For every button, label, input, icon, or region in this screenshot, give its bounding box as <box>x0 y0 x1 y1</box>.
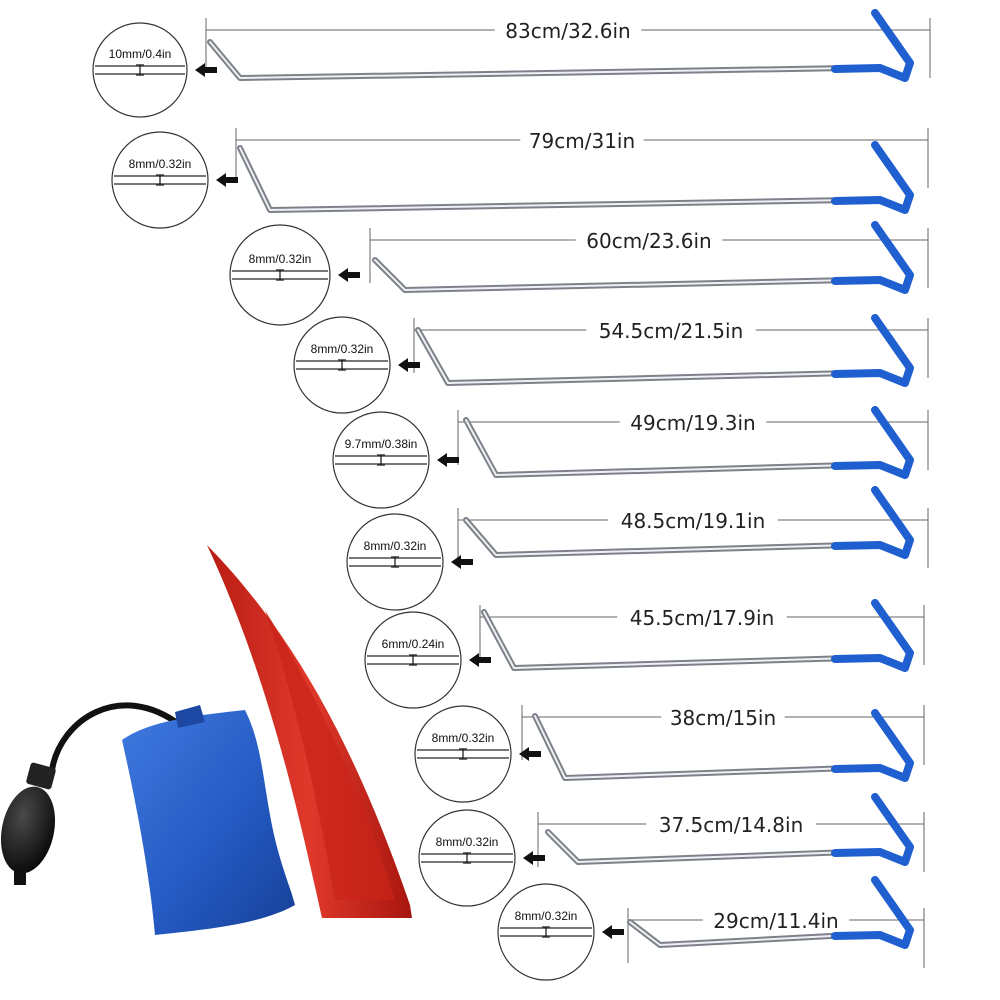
rod-icon <box>415 314 914 387</box>
diameter-callout: 10mm/0.4in <box>92 22 188 118</box>
rod-length-label: 48.5cm/19.1in <box>621 509 766 533</box>
blue-handle-icon <box>831 486 914 559</box>
arrow-left-icon <box>398 358 420 372</box>
blue-handle-icon <box>831 406 914 479</box>
length-dimension: 48.5cm/19.1in <box>457 508 929 568</box>
rod-item: 37.5cm/14.8in 8mm/0.32in <box>418 793 925 907</box>
rod-icon <box>237 141 914 214</box>
diameter-callout: 8mm/0.32in <box>229 224 331 326</box>
diameter-callout: 8mm/0.32in <box>111 131 209 229</box>
rod-icon <box>627 876 914 949</box>
rod-diameter-label: 6mm/0.24in <box>382 637 445 651</box>
diameter-callout: 8mm/0.32in <box>293 316 391 414</box>
arrow-left-icon <box>602 925 624 939</box>
rod-icon <box>481 599 914 672</box>
rod-item: 49cm/19.3in 9.7mm/0.38in <box>332 406 929 509</box>
diameter-callout: 8mm/0.32in <box>497 883 595 981</box>
arrow-left-icon <box>195 63 217 77</box>
rod-length-label: 45.5cm/17.9in <box>630 606 775 630</box>
rod-icon <box>463 406 914 479</box>
blue-handle-icon <box>831 709 914 782</box>
rod-icon <box>463 486 914 559</box>
rod-length-label: 29cm/11.4in <box>713 909 838 933</box>
rod-length-label: 83cm/32.6in <box>505 19 630 43</box>
rod-item: 48.5cm/19.1in 8mm/0.32in <box>346 486 929 611</box>
rod-length-label: 49cm/19.3in <box>630 411 755 435</box>
red-wedge-icon <box>207 545 412 918</box>
rod-diameter-label: 8mm/0.32in <box>249 252 312 266</box>
blue-handle-icon <box>831 141 914 214</box>
diameter-callout: 8mm/0.32in <box>346 513 444 611</box>
air-pump-wedge-icon <box>0 702 295 935</box>
rod-diameter-label: 10mm/0.4in <box>109 47 172 61</box>
blue-handle-icon <box>831 793 914 866</box>
length-dimension: 60cm/23.6in <box>369 228 929 288</box>
arrow-left-icon <box>216 173 238 187</box>
rod-diameter-label: 9.7mm/0.38in <box>345 437 418 451</box>
rod-icon <box>207 9 914 82</box>
length-dimension: 37.5cm/14.8in <box>537 812 925 872</box>
blue-handle-icon <box>831 314 914 387</box>
blue-handle-icon <box>831 599 914 672</box>
length-dimension: 79cm/31in <box>235 128 929 188</box>
diameter-callout: 8mm/0.32in <box>414 705 512 803</box>
length-dimension: 38cm/15in <box>521 705 925 765</box>
rod-length-label: 38cm/15in <box>670 706 776 730</box>
blue-handle-icon <box>831 9 914 82</box>
arrow-left-icon <box>523 851 545 865</box>
rod-diameter-label: 8mm/0.32in <box>364 539 427 553</box>
rod-diameter-label: 8mm/0.32in <box>515 909 578 923</box>
length-dimension: 83cm/32.6in <box>205 18 931 78</box>
blue-handle-icon <box>831 221 914 294</box>
rod-item: 29cm/11.4in 8mm/0.32in <box>497 876 925 981</box>
length-dimension: 29cm/11.4in <box>627 908 925 968</box>
rod-icon <box>545 793 914 866</box>
rod-item: 79cm/31in 8mm/0.32in <box>111 128 929 229</box>
arrow-left-icon <box>338 268 360 282</box>
rod-diameter-label: 8mm/0.32in <box>432 731 495 745</box>
rod-length-label: 60cm/23.6in <box>586 229 711 253</box>
length-dimension: 45.5cm/17.9in <box>479 605 925 665</box>
blue-handle-icon <box>831 876 914 949</box>
length-dimension: 54.5cm/21.5in <box>413 318 929 378</box>
rod-item: 45.5cm/17.9in 6mm/0.24in <box>364 599 925 709</box>
arrow-left-icon <box>437 453 459 467</box>
rod-item: 83cm/32.6in 10mm/0.4in <box>92 9 931 118</box>
rod-item: 54.5cm/21.5in 8mm/0.32in <box>293 314 929 414</box>
rod-diameter-label: 8mm/0.32in <box>311 342 374 356</box>
rod-length-label: 54.5cm/21.5in <box>599 319 744 343</box>
length-dimension: 49cm/19.3in <box>457 410 929 470</box>
diameter-callout: 8mm/0.32in <box>418 809 516 907</box>
rod-item: 60cm/23.6in 8mm/0.32in <box>229 221 929 326</box>
rod-length-label: 37.5cm/14.8in <box>659 813 804 837</box>
arrow-left-icon <box>451 555 473 569</box>
diameter-callout: 6mm/0.24in <box>364 611 462 709</box>
rod-icon <box>532 709 914 782</box>
arrow-left-icon <box>469 653 491 667</box>
rod-diameter-label: 8mm/0.32in <box>129 157 192 171</box>
arrow-left-icon <box>519 747 541 761</box>
rod-icon <box>372 221 914 294</box>
rod-item: 38cm/15in 8mm/0.32in <box>414 705 925 803</box>
rod-diameter-label: 8mm/0.32in <box>436 835 499 849</box>
rod-length-label: 79cm/31in <box>529 129 635 153</box>
diameter-callout: 9.7mm/0.38in <box>332 411 430 509</box>
